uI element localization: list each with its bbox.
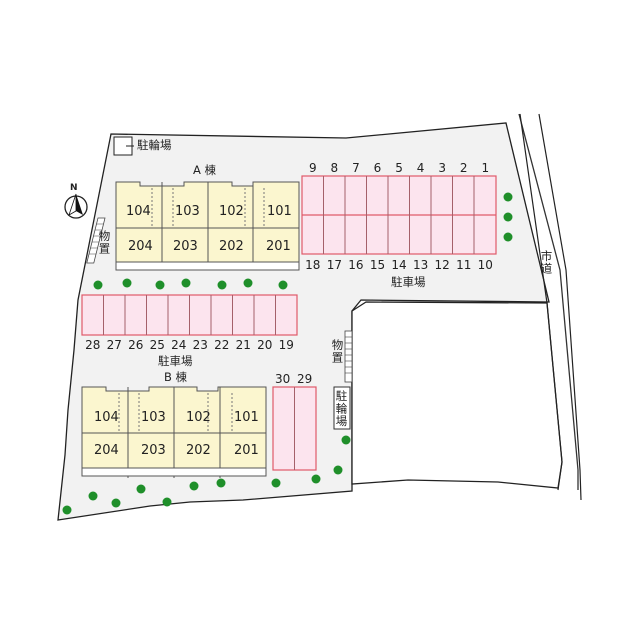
- building-b: [81, 386, 267, 478]
- parking-space-9[interactable]: 9: [308, 161, 317, 175]
- parking-space-28[interactable]: 28: [85, 338, 101, 352]
- north-arrow-icon: [64, 193, 88, 219]
- bicycle-parking-east: [333, 386, 351, 430]
- tree-icon: [155, 280, 165, 290]
- building-a: [115, 181, 300, 271]
- tree-icon: [216, 478, 226, 488]
- parking-space-3[interactable]: 3: [438, 161, 446, 175]
- parking-space-24[interactable]: 24: [171, 338, 187, 352]
- unit-a-203[interactable]: 203: [173, 239, 198, 254]
- tree-icon: [181, 278, 191, 288]
- unit-a-201[interactable]: 201: [266, 239, 291, 254]
- trees: [62, 192, 513, 515]
- tree-icon: [333, 465, 343, 475]
- parking-space-4[interactable]: 4: [416, 161, 425, 175]
- storage-east-icon: [344, 330, 353, 383]
- parking-space-16[interactable]: 16: [348, 258, 364, 272]
- parking-middle-numbers: 28 27 26 25 24 23 22 21 20 19: [82, 339, 297, 351]
- tree-icon: [311, 474, 321, 484]
- parking-space-18[interactable]: 18: [305, 258, 321, 272]
- parking-space-20[interactable]: 20: [257, 338, 273, 352]
- parking-space-30[interactable]: 30: [275, 372, 291, 386]
- unit-a-204[interactable]: 204: [128, 239, 153, 254]
- parking-space-5[interactable]: 5: [395, 161, 403, 175]
- parking-space-14[interactable]: 14: [391, 258, 407, 272]
- building-b-label: B 棟: [164, 370, 188, 384]
- tree-icon: [62, 505, 72, 515]
- parking-space-23[interactable]: 23: [192, 338, 208, 352]
- unit-a-202[interactable]: 202: [219, 239, 244, 254]
- unit-b-204[interactable]: 204: [94, 443, 119, 458]
- north-label: N: [70, 183, 78, 193]
- parking-middle: [81, 294, 298, 336]
- tree-icon: [217, 280, 227, 290]
- parking-space-11[interactable]: 11: [456, 258, 472, 272]
- unit-a-104[interactable]: 104: [126, 204, 151, 219]
- unit-b-201[interactable]: 201: [234, 443, 259, 458]
- tree-icon: [189, 481, 199, 491]
- parking-space-12[interactable]: 12: [434, 258, 450, 272]
- parking-space-26[interactable]: 26: [128, 338, 144, 352]
- unit-a-103[interactable]: 103: [175, 204, 200, 219]
- unit-b-202[interactable]: 202: [186, 443, 211, 458]
- parking-south: [272, 386, 317, 471]
- parking-space-17[interactable]: 17: [326, 258, 342, 272]
- tree-icon: [271, 478, 281, 488]
- road-label: 市道: [539, 250, 554, 275]
- tree-icon: [122, 278, 132, 288]
- unit-b-101[interactable]: 101: [234, 410, 259, 425]
- parking-space-15[interactable]: 15: [369, 258, 386, 272]
- parking-space-13[interactable]: 13: [412, 258, 429, 272]
- unit-a-102[interactable]: 102: [219, 204, 244, 219]
- parking-north: [301, 175, 497, 255]
- tree-icon: [503, 212, 513, 222]
- building-a-label: A 棟: [193, 163, 217, 177]
- unit-b-102[interactable]: 102: [186, 410, 211, 425]
- tree-icon: [111, 498, 121, 508]
- parking-space-7[interactable]: 7: [352, 161, 360, 175]
- tree-icon: [162, 497, 172, 507]
- storage-west-label: 物置: [97, 230, 112, 255]
- city-road: [518, 113, 579, 490]
- storage-west-icon: [86, 217, 106, 264]
- unit-a-101[interactable]: 101: [267, 204, 292, 219]
- tree-icon: [503, 232, 513, 242]
- parking-north-label: 駐車場: [391, 275, 426, 289]
- parking-space-27[interactable]: 27: [106, 338, 122, 352]
- bicycle-parking-legend-label: 駐輪場: [137, 138, 172, 152]
- parking-space-8[interactable]: 8: [330, 161, 339, 175]
- parking-space-21[interactable]: 21: [235, 338, 251, 352]
- unit-b-203[interactable]: 203: [141, 443, 166, 458]
- parking-middle-label: 駐車場: [158, 354, 193, 368]
- bicycle-parking-east-label: 駐輪場: [334, 390, 349, 428]
- parking-space-6[interactable]: 6: [373, 161, 382, 175]
- tree-icon: [243, 278, 253, 288]
- tree-icon: [88, 491, 98, 501]
- unit-b-103[interactable]: 103: [141, 410, 166, 425]
- parking-space-10[interactable]: 10: [477, 258, 493, 272]
- parking-space-1[interactable]: 1: [481, 161, 490, 175]
- storage-east-label: 物置: [330, 339, 345, 364]
- tree-icon: [136, 484, 146, 494]
- parking-north-bottom-numbers: 18 17 16 15 14 13 12 11 10: [302, 259, 496, 271]
- parking-space-29[interactable]: 29: [297, 372, 313, 386]
- parking-space-25[interactable]: 25: [149, 338, 165, 352]
- tree-icon: [278, 280, 288, 290]
- parking-space-22[interactable]: 22: [214, 338, 230, 352]
- parking-space-2[interactable]: 2: [459, 161, 468, 175]
- tree-icon: [341, 435, 351, 445]
- unit-b-104[interactable]: 104: [94, 410, 119, 425]
- parking-space-19[interactable]: 19: [278, 338, 294, 352]
- parking-north-top-numbers: 9 8 7 6 5 4 3 2 1: [302, 162, 496, 174]
- tree-icon: [93, 280, 103, 290]
- tree-icon: [503, 192, 513, 202]
